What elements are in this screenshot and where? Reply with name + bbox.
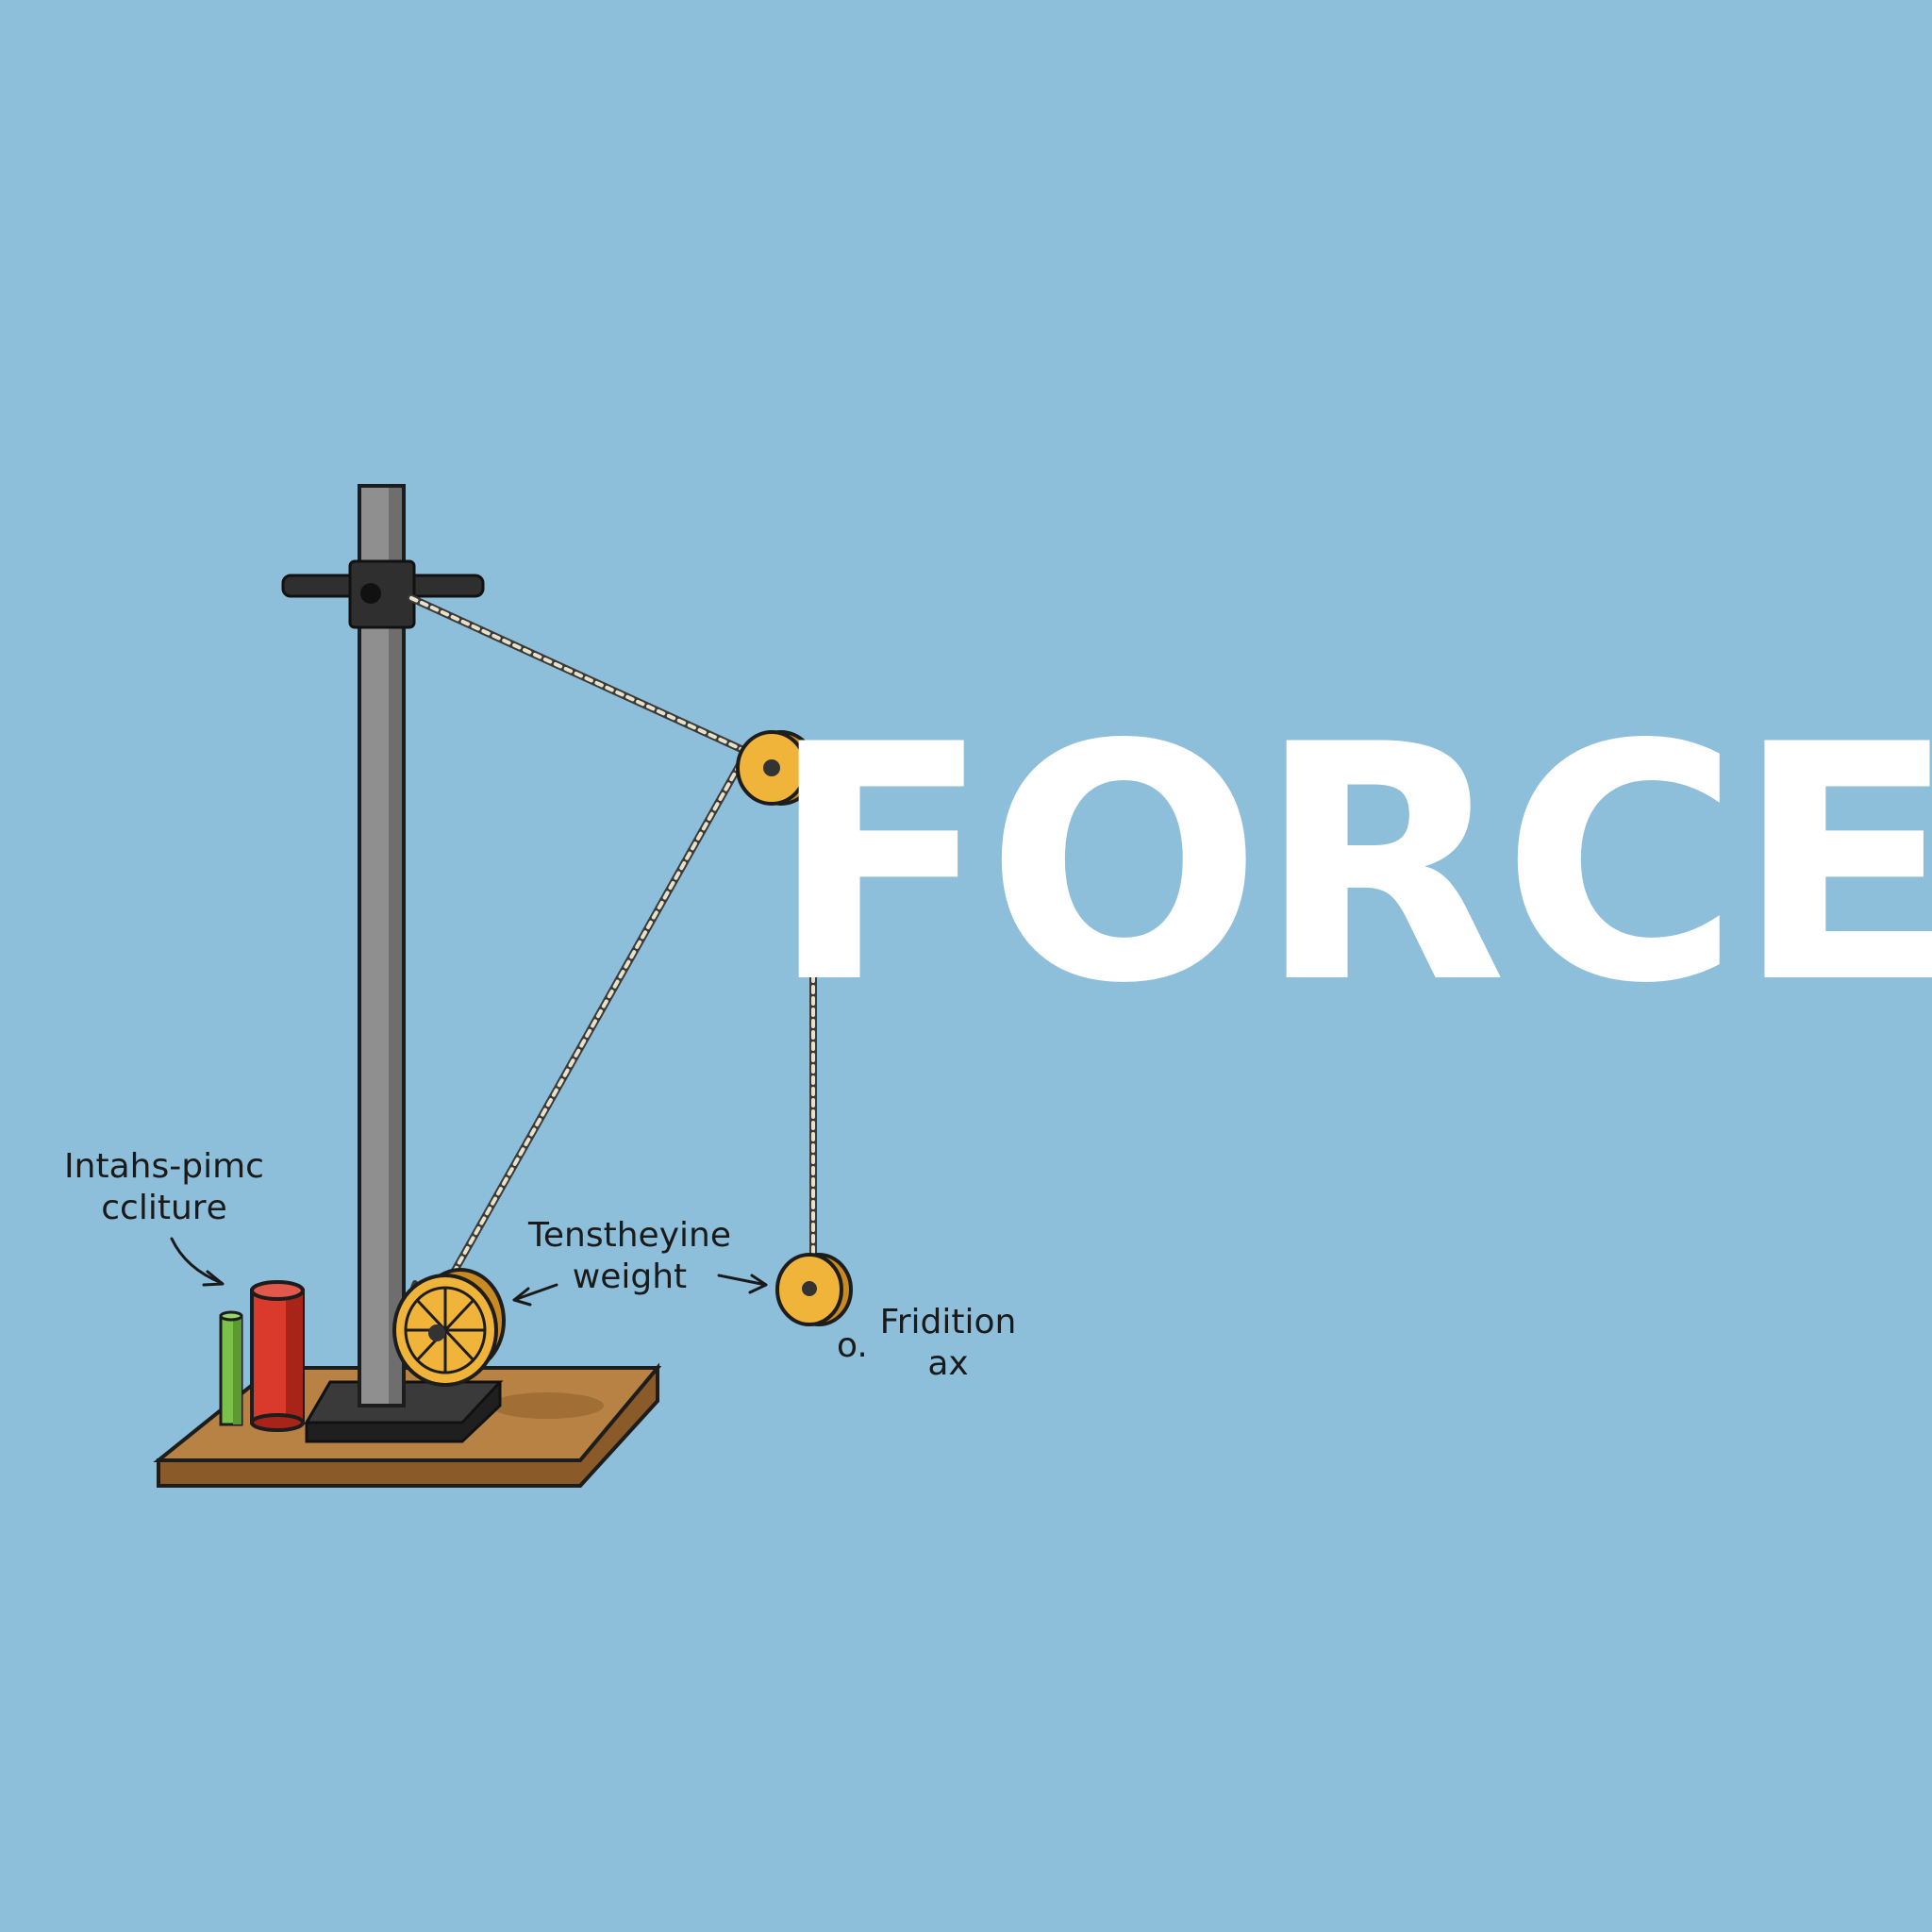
label-right-line1: Fridition: [879, 1303, 1017, 1341]
annotation-arrows: [170, 1237, 768, 1307]
top-pulley: [736, 730, 817, 806]
label-left-line2: ccliturе: [101, 1189, 227, 1227]
label-middle: Tenstheyine weight: [514, 1215, 745, 1298]
bottom-wheel: [392, 1268, 506, 1387]
vertical-pole: [358, 484, 406, 1407]
label-right: Fridition ax: [868, 1302, 1028, 1385]
label-right-prefix: o.: [837, 1326, 868, 1365]
label-middle-line2: weight: [572, 1257, 688, 1296]
label-left-line1: Intahs-pimc: [64, 1147, 264, 1186]
green-rod: [219, 1310, 243, 1426]
arrow-middle-left: [512, 1283, 558, 1302]
rope: [408, 594, 817, 1335]
arrow-middle-right: [717, 1274, 768, 1287]
arrow-left-label: [170, 1237, 224, 1285]
title-force: FORCE: [769, 676, 1932, 1055]
label-left: Intahs-pimc ccliturе: [59, 1146, 269, 1229]
label-right-line2: ax: [927, 1344, 969, 1383]
stand-foot-plate: [304, 1380, 504, 1443]
hanging-weight: [775, 1253, 853, 1326]
clamp: [281, 559, 485, 629]
label-middle-line1: Tenstheyine: [528, 1216, 731, 1255]
red-cylinder: [250, 1280, 305, 1432]
